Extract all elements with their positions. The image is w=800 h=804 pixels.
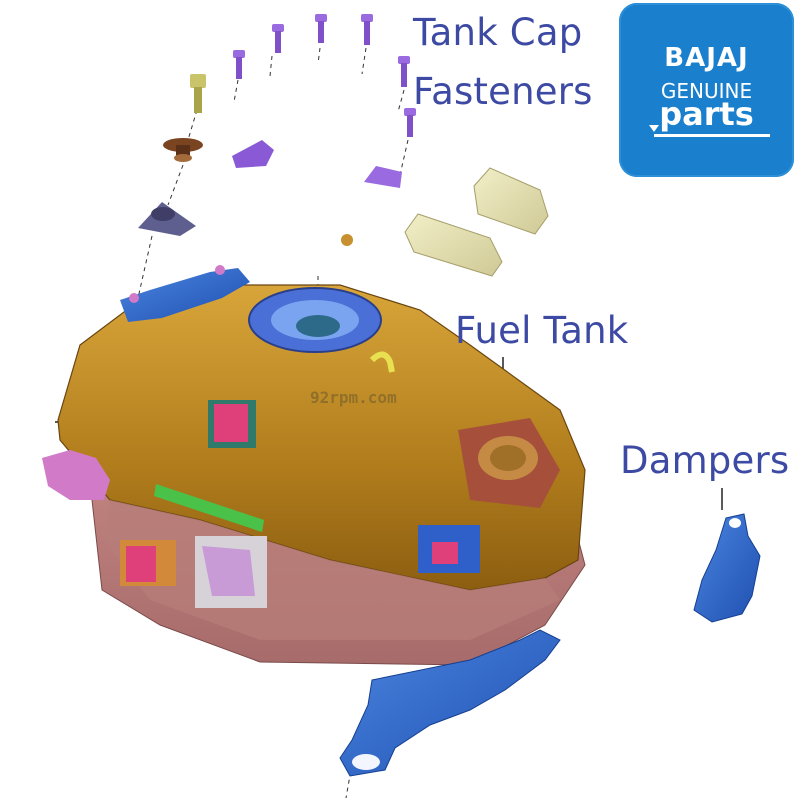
screw-1-icon — [315, 14, 327, 43]
side-bracket-icon — [42, 450, 110, 500]
watermark-text: 92rpm.com — [310, 388, 397, 407]
logo-genuine-text: GENUINE — [660, 79, 753, 103]
vent-pipe-icon — [369, 351, 395, 373]
logo-brand: BAJAJ — [664, 43, 749, 73]
green-strap — [154, 484, 264, 532]
cap-clip-right-icon — [364, 166, 402, 188]
lower-mounting-bracket-icon — [339, 629, 561, 777]
screw-3-icon — [272, 24, 284, 53]
tank-cap-fasteners-label-line1: Tank Cap — [413, 11, 583, 54]
cap-clip-left-icon — [232, 140, 274, 168]
dampers-label: Dampers — [620, 439, 790, 482]
top-bracket-icon — [120, 265, 250, 322]
screw-4-icon — [233, 50, 245, 79]
damper-bracket-icon — [693, 513, 761, 623]
bolt-icon — [190, 74, 206, 113]
fastener-screws — [190, 14, 416, 137]
logo-parts-text: parts — [659, 95, 754, 133]
washer-icon — [163, 138, 203, 162]
screw-6-icon — [404, 108, 416, 137]
fuel-pump-mount-icon — [458, 418, 560, 508]
damper-blocks — [404, 167, 549, 277]
screw-2-icon — [361, 14, 373, 45]
logo-underline — [654, 134, 770, 137]
bajaj-genuine-parts-logo: BAJAJ GENUINE parts — [619, 3, 794, 177]
grommet-icon — [138, 202, 196, 236]
logo-arrow-icon — [649, 125, 659, 132]
fuel-tank-body — [42, 284, 586, 666]
fuel-tank-label: Fuel Tank — [455, 309, 629, 352]
tank-cap-fasteners-label-line2: Fasteners — [413, 70, 593, 113]
ball-icon — [341, 234, 353, 246]
screw-5-icon — [398, 56, 410, 87]
